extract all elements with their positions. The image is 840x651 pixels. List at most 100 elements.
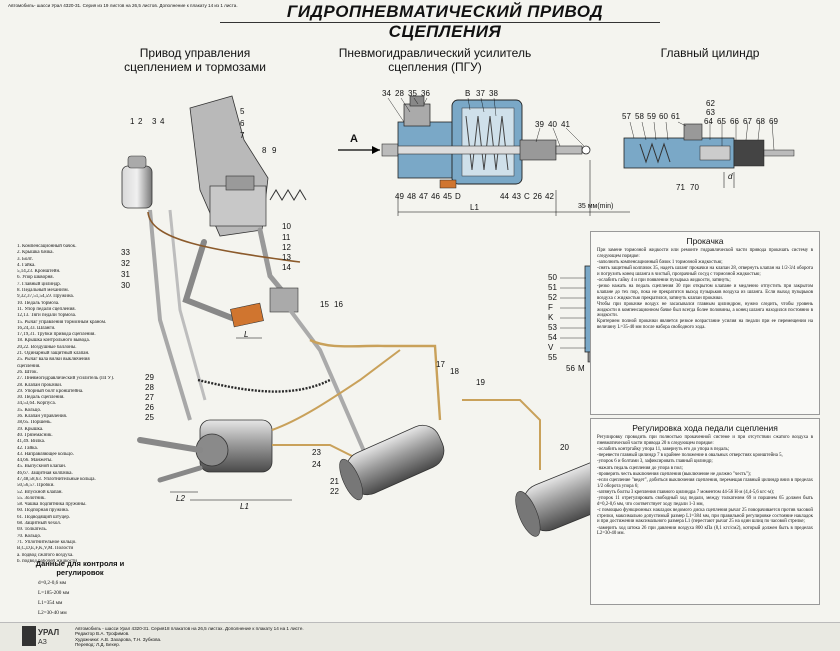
mc-dim-d: d xyxy=(728,172,733,181)
bleeding-paragraph: -ослабить гайку 4 и при появлении пузырь… xyxy=(597,278,731,284)
legend-item: 20,22. Воздушные баллоны. xyxy=(17,344,77,350)
legend-item: a. подвод сжатого воздуха. xyxy=(17,552,74,558)
main-label-6: 6 xyxy=(240,119,245,128)
mc-label-59: 59 xyxy=(647,112,656,121)
legend-item: 4. Гайка. xyxy=(17,262,36,268)
mc-label-60: 60 xyxy=(659,112,668,121)
legend-item: 27. Пневмогидравлический усилитель (ПГУ)… xyxy=(17,376,115,382)
main-label-30: 30 xyxy=(121,281,130,290)
legend-item: 46,67. Защитная колпачка. xyxy=(17,470,73,476)
control-data-values: d=0,2-0,6 мм L=185-200 мм L1=354 мм L2=3… xyxy=(38,578,69,618)
pgu-label-34: 34 xyxy=(382,89,391,98)
legend-item: 28. Клапан прокачки. xyxy=(17,382,63,388)
legend-item: 61. Подводящий штуцер. xyxy=(17,514,71,520)
pgu-label-b: B xyxy=(465,89,471,98)
main-label-17: 17 xyxy=(436,360,445,369)
bleeding-paragraph: Критерием полной прокачки является резко… xyxy=(597,319,813,331)
view-a-label-54: 54 xyxy=(548,333,557,342)
legend-item: 18. Крышка контрольного вывода. xyxy=(17,338,90,344)
svg-text:АЗ: АЗ xyxy=(38,639,47,646)
legend-item: 3. Болт. xyxy=(17,256,33,262)
pgu-label-35: 35 xyxy=(408,89,417,98)
pgu-label-38: 38 xyxy=(489,89,498,98)
main-label-24: 24 xyxy=(312,460,321,469)
legend-item: 55. Золотник. xyxy=(17,495,46,501)
footer-credits: Автомобиль - шасси Урал 4320-31. Серия18… xyxy=(75,626,304,648)
main-label-10: 10 xyxy=(282,222,291,231)
legend-item: 43. Направляющее кольцо. xyxy=(17,451,74,457)
mc-label-66: 66 xyxy=(730,117,739,126)
pgu-label-39: 39 xyxy=(535,120,544,129)
legend-item: 2. Крышка бачка. xyxy=(17,250,54,256)
view-a-label-v: V xyxy=(548,343,554,352)
pgu-label-44: 44 xyxy=(500,192,509,201)
bleeding-paragraph: -снять защитный колпачок 35, надеть шлан… xyxy=(597,266,813,277)
adjustment-paragraph: -затянуть болты 3 крепления главного цил… xyxy=(597,489,775,495)
main-dim-l: L xyxy=(244,330,249,339)
legend-item: 35. Кольцо. xyxy=(17,407,42,413)
control-drive-title: Привод управления сцеплением и тормозами xyxy=(124,46,266,74)
legend-item: 60. Подпорная пружина. xyxy=(17,508,69,514)
control-value: L1=354 мм xyxy=(38,600,63,606)
legend-item: 21. Одинарный защитный клапан. xyxy=(17,351,90,357)
pgu-title: Пневмогидравлический усилитель сцепления… xyxy=(338,46,532,74)
view-a-label-55: 55 xyxy=(548,353,557,362)
pgu-label-43: 43 xyxy=(512,192,521,201)
main-label-19: 19 xyxy=(476,378,485,387)
legend-item: 69. Толкатель. xyxy=(17,527,47,533)
legend-item: 11. Упор педали сцепления. xyxy=(17,306,76,312)
main-label-28: 28 xyxy=(145,383,154,392)
main-label-29: 29 xyxy=(145,373,154,382)
control-value: L2=30-40 мм xyxy=(38,610,67,616)
pgu-label-45: 45 xyxy=(443,192,452,201)
fluid-lines xyxy=(271,338,541,470)
control-value: d=0,2-0,6 мм xyxy=(38,580,67,586)
legend-item: 1. Компенсационный бачок. xyxy=(17,244,77,249)
legend-item: 42. Гайка. xyxy=(17,445,38,451)
pgu-section xyxy=(338,95,630,216)
pgu-label-42: 42 xyxy=(545,192,554,201)
footer xyxy=(0,622,840,651)
footer-line: Художники: А.В. Захарова, Т.Н. Зубкова. xyxy=(75,636,162,642)
view-a-label-52: 52 xyxy=(548,293,557,302)
main-label-23: 23 xyxy=(312,448,321,457)
main-label-33: 33 xyxy=(121,248,130,257)
view-a-label-53: 53 xyxy=(548,323,557,332)
footer-line: Редактор В.А. Трофимов. xyxy=(75,631,130,637)
bleeding-title: Прокачка xyxy=(686,236,724,246)
adjustment-paragraph: -если сцепление "ведет", добиться выключ… xyxy=(597,477,813,489)
pgu-arrow-a: A xyxy=(350,133,358,145)
bleeding-paragraph: -заполнить компенсационный бачок 1 тормо… xyxy=(597,259,723,265)
adjustment-paragraph: Регулировку проводить при полностью прок… xyxy=(597,435,813,446)
legend-item: B,C,D,E,F,K,V,M. Полости xyxy=(17,546,74,552)
view-a-label-m: M xyxy=(578,364,585,373)
view-a-label-k: K xyxy=(548,313,554,322)
mc-label-70: 70 xyxy=(690,183,699,192)
legend-item: 25. Рычаг вала вилки выключения xyxy=(17,357,90,363)
page-title: ГИДРОПНЕВМАТИЧЕСКИЙ ПРИВОД СЦЕПЛЕНИЯ xyxy=(286,2,604,41)
svg-text:УРАЛ: УРАЛ xyxy=(38,628,59,637)
main-label-21: 21 xyxy=(330,477,339,486)
pgu-label-47: 47 xyxy=(419,192,428,201)
legend-item: 26. Шток. xyxy=(17,369,38,375)
mc-label-67: 67 xyxy=(743,117,752,126)
legend-item: 36. Клапан управления. xyxy=(17,414,68,420)
main-label-11: 11 xyxy=(282,233,291,242)
pgu-label-46: 46 xyxy=(431,192,440,201)
bleeding-paragraph: -резко нажать на педаль сцепления 30 при… xyxy=(597,284,813,301)
title-underline xyxy=(220,22,660,23)
mc-label-65: 65 xyxy=(717,117,726,126)
pgu-label-49: 49 xyxy=(395,192,404,201)
legend-item: 29. Упорный болт кронштейна. xyxy=(17,388,84,394)
pedal-assembly xyxy=(121,95,382,501)
legend-item: 44,66. Манжеты. xyxy=(17,458,53,464)
legend-item: 15. Рычаг управления тормозным краном. xyxy=(17,319,107,325)
bleeding-panel: Прокачка При замене тормозной жидкости и… xyxy=(590,231,820,415)
mc-label-62: 62 xyxy=(706,99,715,108)
control-data-title: Данные для контроля и регулировок xyxy=(35,559,125,577)
master-cylinder-title: Главный цилиндр xyxy=(660,46,760,60)
legend-item: 39. Крышка. xyxy=(17,426,44,432)
mc-label-61: 61 xyxy=(671,112,680,121)
main-label-4: 4 xyxy=(160,117,165,126)
